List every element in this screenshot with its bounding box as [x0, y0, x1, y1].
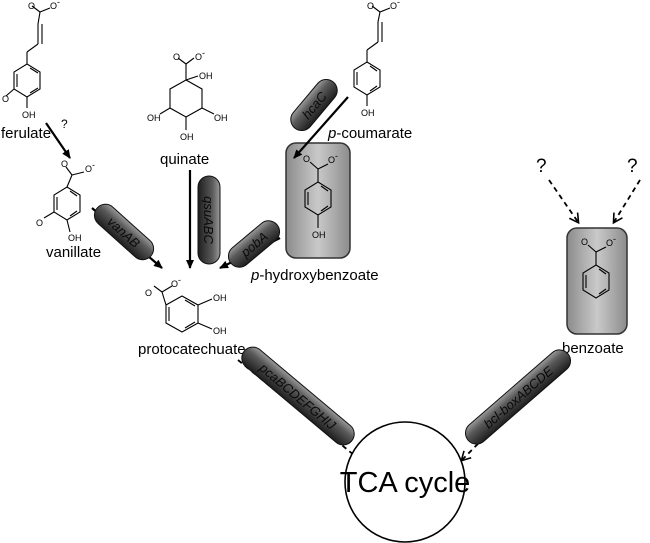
arrow-unknown-right-to-benzoate: [612, 179, 641, 225]
ferulate-atom-o: O: [28, 1, 35, 11]
gene-pill-qsuabc: qsuABC: [197, 175, 221, 265]
ferulate-atom-o-minus: O: [50, 1, 57, 11]
p-coumarate-prefix: p: [327, 125, 336, 142]
ferulate-atom-oh: OH: [22, 110, 36, 120]
protocatechuate-structure: [153, 285, 213, 333]
quinate-atom-oh-left: OH: [147, 113, 161, 123]
gene-pill-poba: pobA: [227, 220, 281, 268]
gene-pill-bcl-boxabcde: bcl-boxABCDE: [464, 349, 572, 445]
benzoate-atom-o: O: [581, 237, 588, 247]
vanillate-atom-oh: OH: [68, 233, 82, 243]
p-coumarate-charge: -: [397, 0, 400, 7]
protocatechuate-atom-o: O: [145, 288, 152, 298]
p-hydroxybenzoate-prefix: p: [250, 267, 259, 284]
benzoate-unknown-left-mark: ?: [536, 156, 547, 177]
ferulate-label: ferulate: [1, 125, 51, 142]
vanillate-atom-o-minus: O: [85, 164, 92, 174]
ferulate-charge: -: [57, 0, 60, 7]
p-coumarate-atom-o-minus: O: [390, 1, 397, 11]
quinate-label: quinate: [160, 151, 209, 168]
quinate-charge: -: [202, 48, 205, 58]
vanillate-label: vanillate: [46, 244, 101, 261]
p-hydroxybenzoate-name: -hydroxybenzoate: [259, 267, 378, 284]
vanillate-charge: -: [92, 160, 95, 170]
gene-pill-pcabcdefghij: pcaBCDEFGHIJ: [241, 346, 355, 446]
gene-label-bcl-boxabcde: bcl-boxABCDE: [481, 363, 557, 431]
benzoate-atom-o-minus: O: [606, 238, 613, 248]
p-hydroxybenzoate-atom-o: O: [303, 154, 310, 164]
ferulate-structure: [5, 5, 51, 108]
benzoate-charge: -: [613, 234, 616, 244]
quinate-atom-oh-top: OH: [199, 71, 213, 81]
p-hydroxybenzoate-highlight-box: [285, 142, 351, 259]
quinate-atom-oh-bottom: OH: [180, 132, 194, 142]
quinate-atom-o-minus: O: [195, 52, 202, 62]
tca-cycle-label: TCA cycle: [340, 467, 471, 499]
benzoate-label: benzoate: [562, 340, 624, 357]
protocatechuate-atom-oh-top: OH: [213, 293, 227, 303]
vanillate-atom-o-methoxy: O: [36, 218, 43, 228]
p-hydroxybenzoate-charge: -: [335, 151, 338, 161]
protocatechuate-atom-oh-bottom: OH: [213, 326, 227, 336]
p-hydroxybenzoate-label: p-hydroxybenzoate: [250, 267, 379, 284]
benzoate-highlight-box: [566, 227, 628, 335]
ferulate-atom-o-methoxy: O: [2, 94, 9, 104]
quinate-structure: [159, 57, 215, 130]
ferulate-unknown-mark: ?: [61, 117, 68, 131]
p-coumarate-label: p-coumarate: [327, 125, 412, 142]
gene-label-pcabcdefghij: pcaBCDEFGHIJ: [256, 360, 339, 433]
protocatechuate-charge: -: [178, 275, 181, 285]
quinate-atom-oh-right: OH: [214, 113, 228, 123]
arrow-p-coumarate-to-p-hydroxybenzoate: [293, 96, 349, 159]
p-hydroxybenzoate-structure: [304, 161, 332, 228]
tca-cycle-circle: [344, 421, 466, 543]
p-coumarate-atom-oh: OH: [361, 108, 375, 118]
protocatechuate-label: protocatechuate: [138, 341, 246, 358]
vanillate-atom-o: O: [61, 159, 68, 169]
p-coumarate-structure: [353, 5, 391, 106]
p-hydroxybenzoate-atom-oh: OH: [312, 230, 326, 240]
benzoate-structure: [582, 244, 610, 299]
protocatechuate-atom-o-minus: O: [171, 279, 178, 289]
gene-label-qsuabc: qsuABC: [201, 196, 216, 244]
arrow-ferulate-to-vanillate: [45, 122, 71, 159]
p-hydroxybenzoate-atom-o-minus: O: [328, 155, 335, 165]
arrow-unknown-left-to-benzoate: [548, 179, 580, 225]
p-coumarate-atom-o: O: [367, 1, 374, 11]
p-coumarate-name: -coumarate: [336, 125, 412, 142]
vanillate-structure: [43, 166, 85, 233]
quinate-atom-o: O: [173, 52, 180, 62]
benzoate-unknown-right-mark: ?: [627, 156, 638, 177]
